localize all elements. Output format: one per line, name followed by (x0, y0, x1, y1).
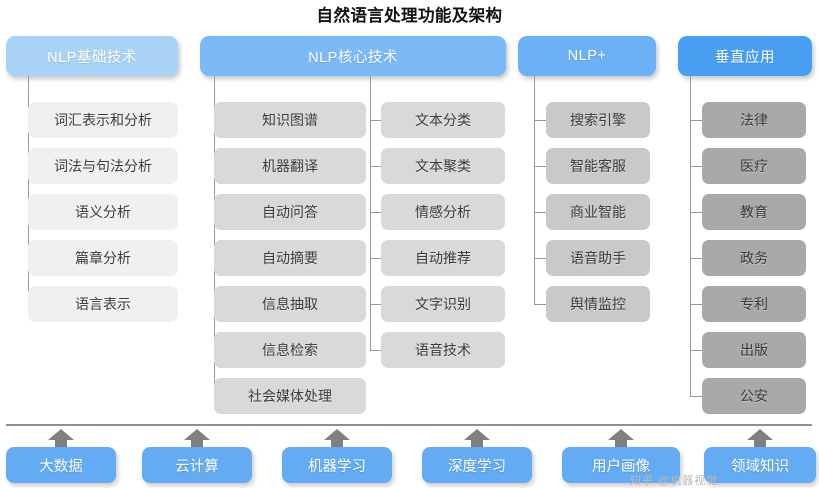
item-box[interactable]: 文字识别 (381, 286, 505, 322)
connector-stub (690, 396, 702, 397)
foundation-box[interactable]: 深度学习 (422, 447, 532, 483)
connector-stub (690, 120, 702, 121)
connector-stub (534, 258, 546, 259)
item-box[interactable]: 情感分析 (381, 194, 505, 230)
item-box[interactable]: 出版 (702, 332, 806, 368)
connector-stub (690, 166, 702, 167)
up-arrow-icon (747, 429, 773, 447)
item-box[interactable]: 信息抽取 (214, 286, 366, 322)
connector-trunk (28, 76, 29, 304)
item-box[interactable]: 自动摘要 (214, 240, 366, 276)
up-arrow-icon (184, 429, 210, 447)
item-box[interactable]: 教育 (702, 194, 806, 230)
column-header-1[interactable]: NLP基础技术 (6, 36, 178, 76)
item-box[interactable]: 智能客服 (546, 148, 650, 184)
foundation-box[interactable]: 机器学习 (282, 447, 392, 483)
item-box[interactable]: 信息检索 (214, 332, 366, 368)
foundation-box[interactable]: 大数据 (6, 447, 116, 483)
foundation-divider (6, 424, 812, 426)
up-arrow-icon (48, 429, 74, 447)
item-box[interactable]: 舆情监控 (546, 286, 650, 322)
watermark: 知乎 @机器视觉 (630, 475, 719, 487)
connector-stub (370, 120, 381, 121)
connector-stub (370, 258, 381, 259)
item-box[interactable]: 公安 (702, 378, 806, 414)
item-box[interactable]: 专利 (702, 286, 806, 322)
up-arrow-icon (464, 429, 490, 447)
connector-stub (690, 304, 702, 305)
connector-stub (370, 166, 381, 167)
item-box[interactable]: 语音技术 (381, 332, 505, 368)
item-box[interactable]: 自动推荐 (381, 240, 505, 276)
connector-stub (370, 350, 381, 351)
item-box[interactable]: 语义分析 (28, 194, 178, 230)
item-box[interactable]: 政务 (702, 240, 806, 276)
item-box[interactable]: 自动问答 (214, 194, 366, 230)
item-box[interactable]: 搜索引擎 (546, 102, 650, 138)
connector-trunk (370, 76, 371, 350)
item-box[interactable]: 知识图谱 (214, 102, 366, 138)
connector-stub (690, 212, 702, 213)
item-box[interactable]: 商业智能 (546, 194, 650, 230)
item-box[interactable]: 法律 (702, 102, 806, 138)
connector-trunk (690, 76, 691, 396)
item-box[interactable]: 词汇表示和分析 (28, 102, 178, 138)
foundation-box[interactable]: 用户画像 (562, 447, 680, 483)
column-header-2[interactable]: NLP核心技术 (200, 36, 506, 76)
up-arrow-icon (608, 429, 634, 447)
connector-stub (534, 212, 546, 213)
connector-stub (690, 258, 702, 259)
item-box[interactable]: 社会媒体处理 (214, 378, 366, 414)
item-box[interactable]: 词法与句法分析 (28, 148, 178, 184)
item-box[interactable]: 机器翻译 (214, 148, 366, 184)
page-title: 自然语言处理功能及架构 (316, 7, 503, 25)
item-box[interactable]: 语言表示 (28, 286, 178, 322)
connector-stub (370, 212, 381, 213)
item-box[interactable]: 篇章分析 (28, 240, 178, 276)
connector-stub (534, 120, 546, 121)
connector-stub (690, 350, 702, 351)
item-box[interactable]: 文本分类 (381, 102, 505, 138)
column-header-4[interactable]: 垂直应用 (678, 36, 812, 76)
up-arrow-icon (324, 429, 350, 447)
item-box[interactable]: 语音助手 (546, 240, 650, 276)
foundation-box[interactable]: 领域知识 (704, 447, 816, 483)
foundation-box[interactable]: 云计算 (142, 447, 252, 483)
item-box[interactable]: 文本聚类 (381, 148, 505, 184)
connector-stub (534, 166, 546, 167)
connector-stub (534, 304, 546, 305)
column-header-3[interactable]: NLP+ (518, 36, 656, 76)
item-box[interactable]: 医疗 (702, 148, 806, 184)
connector-stub (370, 304, 381, 305)
connector-trunk (214, 76, 215, 396)
connector-trunk (534, 76, 535, 304)
